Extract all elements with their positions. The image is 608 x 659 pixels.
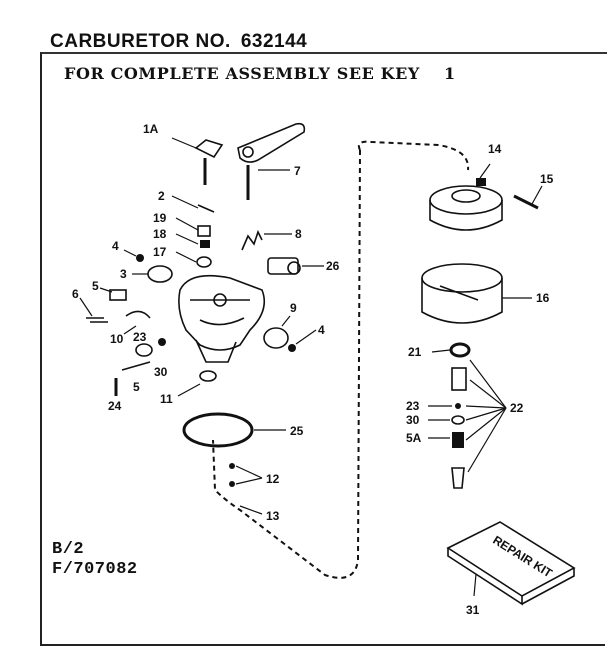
callout-5-upper: 5: [92, 279, 99, 293]
small-parts-12: [229, 463, 263, 515]
callout-1A: 1A: [143, 122, 159, 136]
bowl-cover-part: [429, 163, 543, 231]
model-number: 632144: [240, 31, 308, 52]
callout-25: 25: [290, 424, 304, 438]
fitting-part: [267, 257, 324, 275]
callout-7: 7: [294, 164, 301, 178]
callout-30-left: 30: [154, 365, 168, 379]
callout-2: 2: [158, 189, 165, 203]
callout-10: 10: [110, 332, 124, 346]
code-line-1: B/2: [52, 540, 85, 559]
needle-stack-part: [171, 195, 215, 268]
bowl-bolt-parts: [428, 342, 507, 489]
choke-lever-part: [237, 122, 306, 200]
callout-8: 8: [295, 227, 302, 241]
callout-14: 14: [488, 142, 502, 156]
repair-kit-label: REPAIR KIT: [490, 533, 555, 581]
callout-26: 26: [326, 259, 340, 273]
code-line-2: F/707082: [52, 560, 138, 579]
assembly-key: 1: [443, 64, 456, 83]
callout-23-left: 23: [133, 330, 147, 344]
right-side-parts: [263, 315, 317, 352]
assembly-note: FOR COMPLETE ASSEMBLY SEE KEY 1: [64, 64, 456, 83]
callout-23-right: 23: [406, 399, 420, 413]
callout-13: 13: [266, 509, 280, 523]
callout-4-left: 4: [112, 239, 119, 253]
gasket-part: [182, 412, 286, 448]
callout-6: 6: [72, 287, 79, 301]
callout-3: 3: [120, 267, 127, 281]
callout-30-right: 30: [406, 413, 420, 427]
assembly-path-main: [212, 149, 361, 579]
throttle-shaft-part: [171, 137, 224, 185]
spring-part: [241, 229, 292, 251]
assembly-note-text: FOR COMPLETE ASSEMBLY SEE KEY: [64, 64, 420, 83]
callout-5A: 5A: [406, 431, 422, 445]
diagram-frame: [40, 52, 607, 646]
carburetor-body-part: [178, 274, 266, 382]
callout-11: 11: [160, 392, 173, 406]
diagram-title: CARBURETOR NO. 632144: [50, 31, 307, 53]
callout-24: 24: [108, 399, 122, 413]
callout-5-lower: 5: [133, 380, 140, 394]
callout-21: 21: [408, 345, 422, 359]
callout-17: 17: [153, 245, 167, 259]
callout-22: 22: [510, 401, 524, 415]
callout-15: 15: [540, 172, 554, 186]
callout-16: 16: [536, 291, 550, 305]
callout-9: 9: [290, 301, 297, 315]
callout-12: 12: [266, 472, 280, 486]
callout-18: 18: [153, 227, 167, 241]
leader-11: [177, 383, 201, 397]
repair-kit-part: REPAIR KIT: [446, 521, 576, 606]
frame-bottom-edge: [40, 644, 605, 646]
callout-19: 19: [153, 211, 167, 225]
callout-4-right: 4: [318, 323, 325, 337]
left-side-parts: [79, 249, 173, 396]
fuel-bowl-part: [421, 263, 532, 324]
callout-31: 31: [466, 603, 480, 617]
title-text: CARBURETOR NO.: [50, 31, 231, 52]
assembly-path-right: [357, 140, 470, 171]
